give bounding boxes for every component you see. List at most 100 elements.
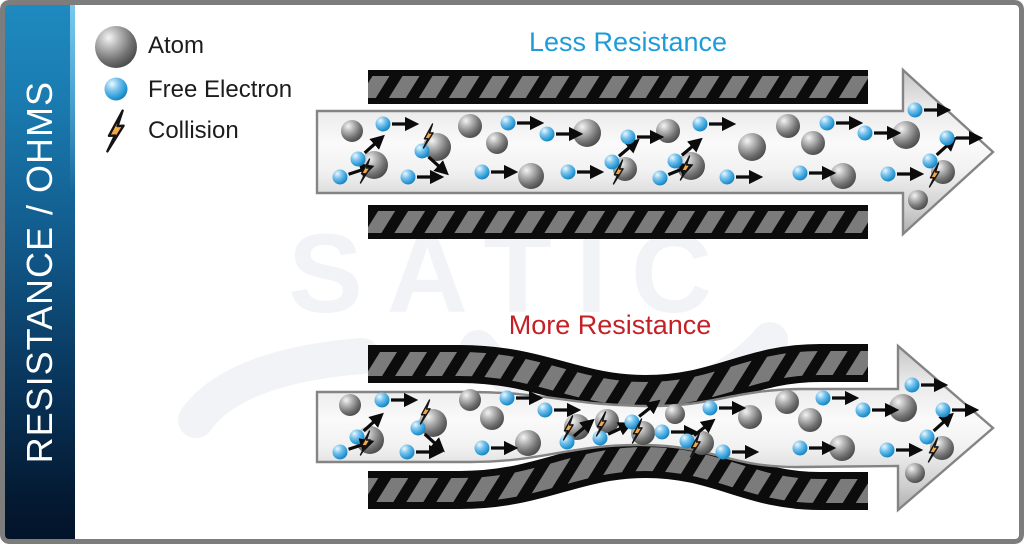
free-electron — [692, 116, 708, 132]
free-electron — [922, 153, 938, 169]
atom — [480, 406, 504, 430]
free-electron — [537, 402, 553, 418]
free-electron — [560, 164, 576, 180]
atom — [798, 408, 822, 432]
free-electron — [410, 420, 426, 436]
free-electron — [819, 115, 835, 131]
atom — [665, 404, 685, 424]
atom — [515, 430, 541, 456]
more-particles — [332, 377, 980, 483]
atom — [423, 133, 451, 161]
free-electron — [879, 442, 895, 458]
free-electron — [620, 129, 636, 145]
legend-label-collision: Collision — [148, 117, 239, 144]
atom — [776, 114, 800, 138]
more-bottom-wall-hatch — [368, 446, 868, 503]
atom — [341, 120, 363, 142]
electron-velocity-arrow-icon — [607, 422, 633, 436]
free-electron — [715, 444, 731, 460]
legend-label-atom: Atom — [148, 32, 204, 59]
free-electron — [474, 164, 490, 180]
sidebar-title-bar: RESISTANCE / OHMS — [5, 5, 75, 539]
atom — [339, 394, 361, 416]
atom — [677, 152, 705, 180]
electron-velocity-arrow-icon — [363, 134, 385, 155]
free-electron — [374, 392, 390, 408]
free-electron — [679, 433, 695, 449]
free-electron — [500, 115, 516, 131]
free-electron — [855, 402, 871, 418]
sidebar-title: RESISTANCE / OHMS — [19, 80, 60, 464]
free-electron — [375, 116, 391, 132]
free-electron — [332, 169, 348, 185]
atom — [486, 132, 508, 154]
free-electron — [350, 151, 366, 167]
atom — [905, 463, 925, 483]
free-electron — [400, 169, 416, 185]
electron-velocity-arrow-icon — [932, 412, 954, 433]
atom — [908, 190, 928, 210]
more-top-wall-hatch — [368, 351, 868, 407]
free-electron — [792, 440, 808, 456]
free-electron — [939, 130, 955, 146]
free-electron — [907, 102, 923, 118]
free-electron — [349, 429, 365, 445]
free-electron — [702, 400, 718, 416]
free-electron — [792, 165, 808, 181]
free-electron — [919, 429, 935, 445]
less-resistance-diagram: Less Resistance — [315, 27, 995, 239]
atom — [459, 389, 481, 411]
free-electron — [592, 430, 608, 446]
free-electron — [935, 402, 951, 418]
free-electron — [332, 444, 348, 460]
atom — [829, 435, 855, 461]
free-electron — [539, 126, 555, 142]
less-particles — [332, 102, 984, 210]
free-electron — [474, 440, 490, 456]
atom — [656, 119, 680, 143]
atom — [775, 390, 799, 414]
electron-velocity-arrow-icon — [427, 155, 449, 176]
free-electron — [499, 390, 515, 406]
electron-velocity-arrow-icon — [362, 412, 384, 433]
electron-velocity-arrow-icon — [693, 418, 716, 437]
electron-velocity-arrow-icon — [617, 138, 640, 158]
free-electron — [624, 414, 640, 430]
atom — [518, 163, 544, 189]
free-electron — [399, 444, 415, 460]
sidebar-highlight — [70, 5, 75, 195]
atom — [738, 133, 766, 161]
atom — [458, 114, 482, 138]
electron-velocity-arrow-icon — [680, 137, 703, 157]
free-electron — [652, 170, 668, 186]
electron-velocity-arrow-icon — [638, 399, 661, 418]
legend: Atom Free Electron Collision — [95, 26, 292, 153]
free-electron — [857, 125, 873, 141]
atom — [889, 394, 917, 422]
legend-label-free-electron: Free Electron — [148, 76, 292, 103]
free-electron — [719, 169, 735, 185]
atom-sphere-icon — [95, 26, 137, 68]
free-electron — [815, 390, 831, 406]
atom — [801, 131, 825, 155]
atom — [738, 405, 762, 429]
free-electron — [604, 154, 620, 170]
more-resistance-title: More Resistance — [509, 310, 712, 340]
collision-bolt-icon — [99, 109, 131, 153]
less-flow-arrow — [315, 67, 995, 237]
watermark-swoosh-icon — [178, 338, 380, 438]
atom — [892, 121, 920, 149]
free-electron — [880, 166, 896, 182]
free-electron — [904, 377, 920, 393]
atom — [830, 163, 856, 189]
electron-velocity-arrow-icon — [572, 418, 595, 438]
less-resistance-title: Less Resistance — [529, 27, 727, 57]
more-flow-arrow — [315, 343, 995, 513]
free-electron — [654, 424, 670, 440]
electron-sphere-icon — [104, 77, 128, 101]
more-resistance-diagram: More Resistance — [315, 310, 995, 513]
free-electron — [667, 153, 683, 169]
free-electron — [414, 143, 430, 159]
